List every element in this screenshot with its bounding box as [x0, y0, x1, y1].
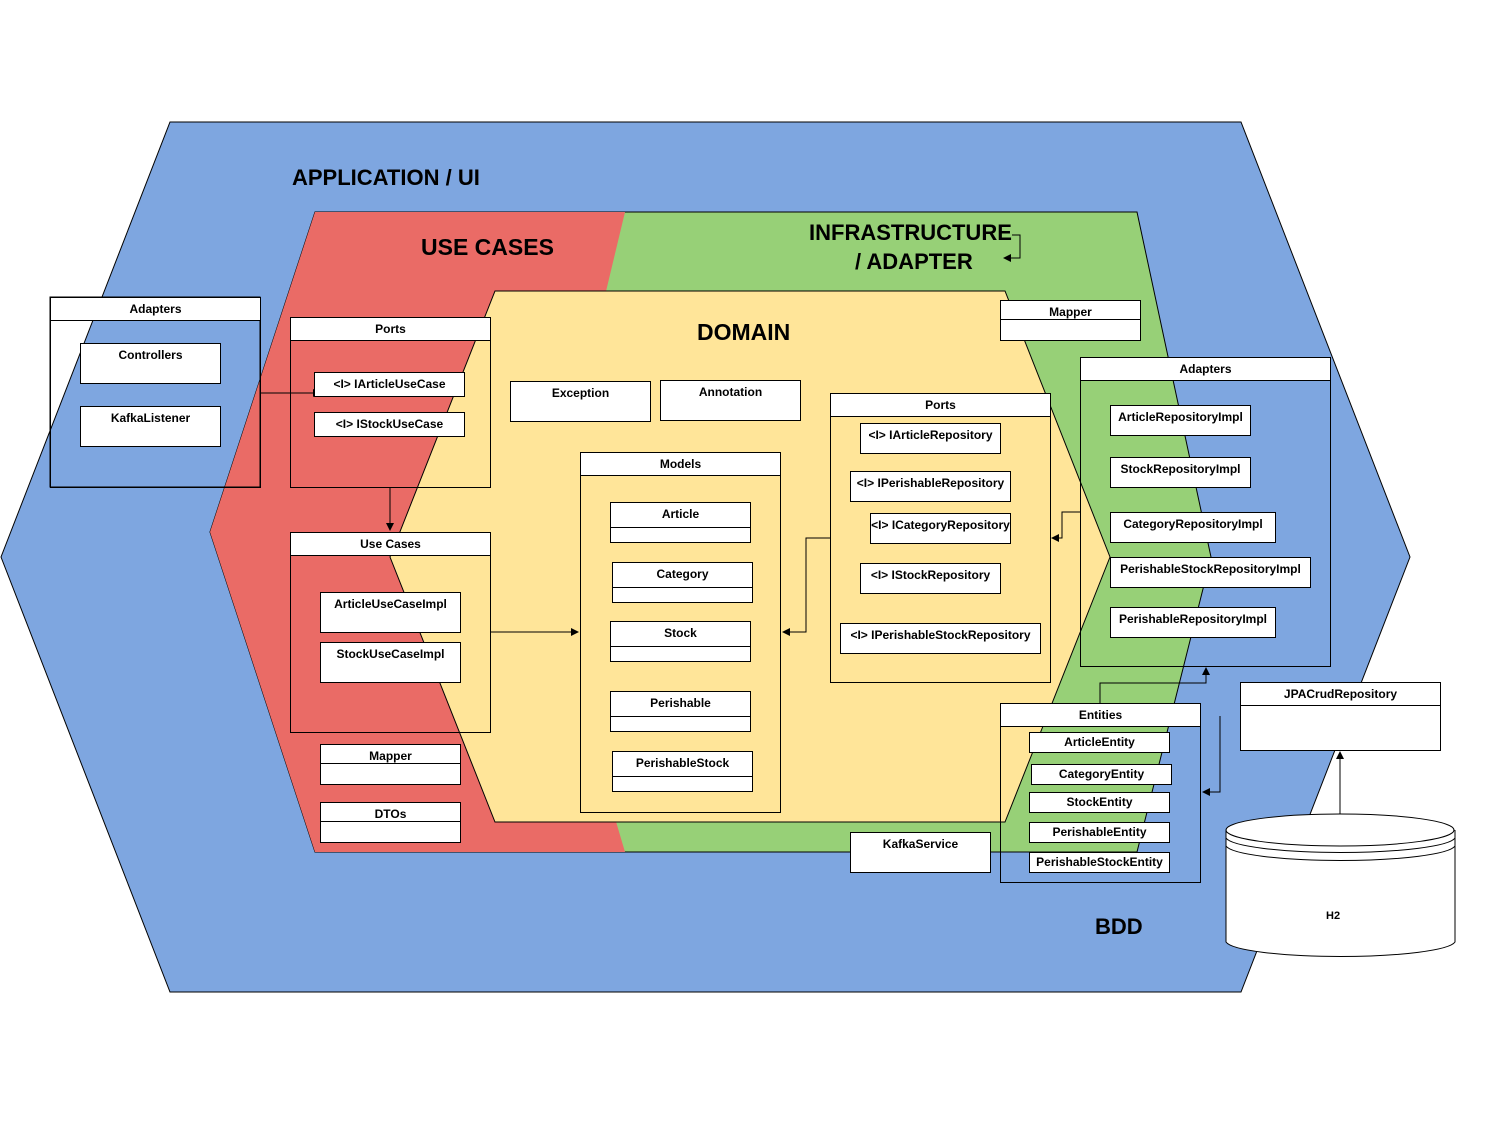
jpa-crud-repository-title: JPACrudRepository: [1241, 683, 1440, 706]
perishable-stock-repository-impl-box: PerishableStockRepositoryImpl: [1110, 557, 1311, 588]
exception-box: Exception: [510, 381, 651, 422]
kafka-listener-box: KafkaListener: [80, 406, 221, 447]
domain-layer-title: DOMAIN: [697, 319, 791, 345]
model-article-box: Article: [610, 502, 751, 543]
bdd-layer-title: BDD: [1095, 914, 1143, 939]
arrow-jpa-to-entities: [1202, 716, 1221, 796]
app-dtos-box: DTOs: [320, 802, 461, 843]
model-perishable-stock-box: PerishableStock: [612, 751, 753, 792]
perishable-stock-entity-box: PerishableStockEntity: [1029, 852, 1170, 873]
infrastructure-title-arrow: [1003, 234, 1021, 262]
arrow-domainports-to-models: [782, 537, 830, 636]
usecase-ports-title: Ports: [291, 318, 490, 341]
istock-usecase-box: <I> IStockUseCase: [314, 412, 465, 437]
app-mapper-box: Mapper: [320, 744, 461, 785]
h2-database: [1225, 813, 1456, 957]
stock-usecase-impl-box: StockUseCaseImpl: [320, 642, 461, 683]
adapter-layer-title: / ADAPTER: [855, 249, 973, 274]
iperishable-stock-repository-box: <I> IPerishableStockRepository: [840, 623, 1041, 654]
stock-entity-box: StockEntity: [1029, 792, 1170, 813]
domain-ports-box: Ports: [830, 393, 1051, 683]
iarticle-repository-box: <I> IArticleRepository: [860, 423, 1001, 454]
left-adapters-box: Adapters: [50, 297, 261, 488]
infra-adapters-title: Adapters: [1081, 358, 1330, 381]
h2-database-label: H2: [1326, 910, 1341, 922]
application-layer-title: APPLICATION / UI: [292, 165, 480, 190]
iperishable-repository-box: <I> IPerishableRepository: [850, 471, 1011, 502]
infrastructure-layer-title: INFRASTRUCTURE: [809, 220, 1012, 245]
infra-mapper-box: Mapper: [1000, 300, 1141, 341]
iarticle-usecase-box: <I> IArticleUseCase: [314, 372, 465, 397]
arrow-adapters-to-domainports: [1051, 511, 1080, 542]
usecase-ports-box: Ports: [290, 317, 491, 488]
entities-title: Entities: [1001, 704, 1200, 727]
article-entity-box: ArticleEntity: [1029, 732, 1170, 753]
model-stock-box: Stock: [610, 621, 751, 662]
annotation-box: Annotation: [660, 380, 801, 421]
models-box: Models: [580, 452, 781, 813]
usecases-box: Use Cases: [290, 532, 491, 733]
stock-repository-impl-box: StockRepositoryImpl: [1110, 457, 1251, 488]
models-title: Models: [581, 453, 780, 476]
infra-adapters-box: Adapters: [1080, 357, 1331, 667]
controllers-box: Controllers: [80, 343, 221, 384]
use-cases-layer-title: USE CASES: [421, 234, 554, 260]
domain-ports-title: Ports: [831, 394, 1050, 417]
category-repository-impl-box: CategoryRepositoryImpl: [1110, 512, 1276, 543]
category-entity-box: CategoryEntity: [1031, 764, 1172, 785]
model-perishable-box: Perishable: [610, 691, 751, 732]
perishable-repository-impl-box: PerishableRepositoryImpl: [1110, 607, 1276, 638]
left-adapters-title: Adapters: [51, 298, 260, 321]
arrow-entities-to-adapters: [1099, 667, 1210, 703]
entities-box: Entities: [1000, 703, 1201, 883]
usecases-title: Use Cases: [291, 533, 490, 556]
model-category-box: Category: [612, 562, 753, 603]
article-repository-impl-box: ArticleRepositoryImpl: [1110, 405, 1251, 436]
icategory-repository-box: <I> ICategoryRepository: [870, 513, 1011, 544]
kafka-service-box: KafkaService: [850, 832, 991, 873]
istock-repository-box: <I> IStockRepository: [860, 563, 1001, 594]
perishable-entity-box: PerishableEntity: [1029, 822, 1170, 843]
article-usecase-impl-box: ArticleUseCaseImpl: [320, 592, 461, 633]
jpa-crud-repository-box: JPACrudRepository: [1240, 682, 1441, 751]
